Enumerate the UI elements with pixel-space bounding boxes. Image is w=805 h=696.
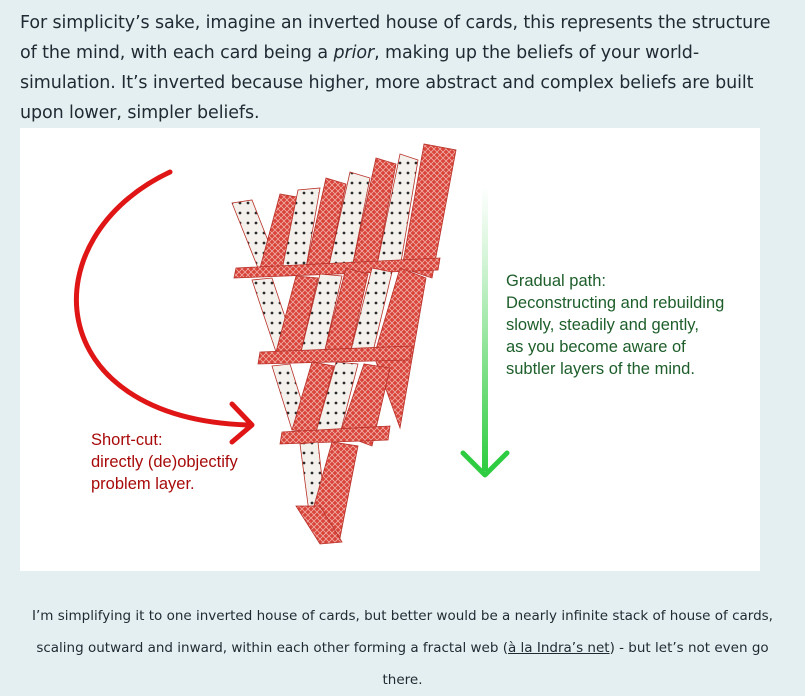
card-stack-icon xyxy=(232,144,456,544)
gradual-path-label: Gradual path: Deconstructing and rebuild… xyxy=(506,270,724,380)
gradual-line: subtler layers of the mind. xyxy=(506,358,724,380)
figure-caption: I’m simplifying it to one inverted house… xyxy=(20,600,785,696)
shortcut-line: directly (de)objectify xyxy=(91,451,238,473)
intro-emphasis-prior: prior xyxy=(334,43,375,63)
indras-net-link[interactable]: à la Indra’s net xyxy=(508,640,610,656)
gradual-line: as you become aware of xyxy=(506,336,724,358)
gradual-arrow-icon xyxy=(482,186,488,471)
shortcut-line: problem layer. xyxy=(91,473,238,495)
gradual-line: slowly, steadily and gently, xyxy=(506,314,724,336)
shortcut-label: Short-cut: directly (de)objectify proble… xyxy=(91,429,238,495)
intro-paragraph: For simplicity’s sake, imagine an invert… xyxy=(20,8,780,128)
shortcut-arrow-icon xyxy=(76,172,248,425)
gradual-line: Deconstructing and rebuilding xyxy=(506,292,724,314)
gradual-line: Gradual path: xyxy=(506,270,724,292)
shortcut-line: Short-cut: xyxy=(91,429,238,451)
house-of-cards-figure: Short-cut: directly (de)objectify proble… xyxy=(20,128,760,571)
